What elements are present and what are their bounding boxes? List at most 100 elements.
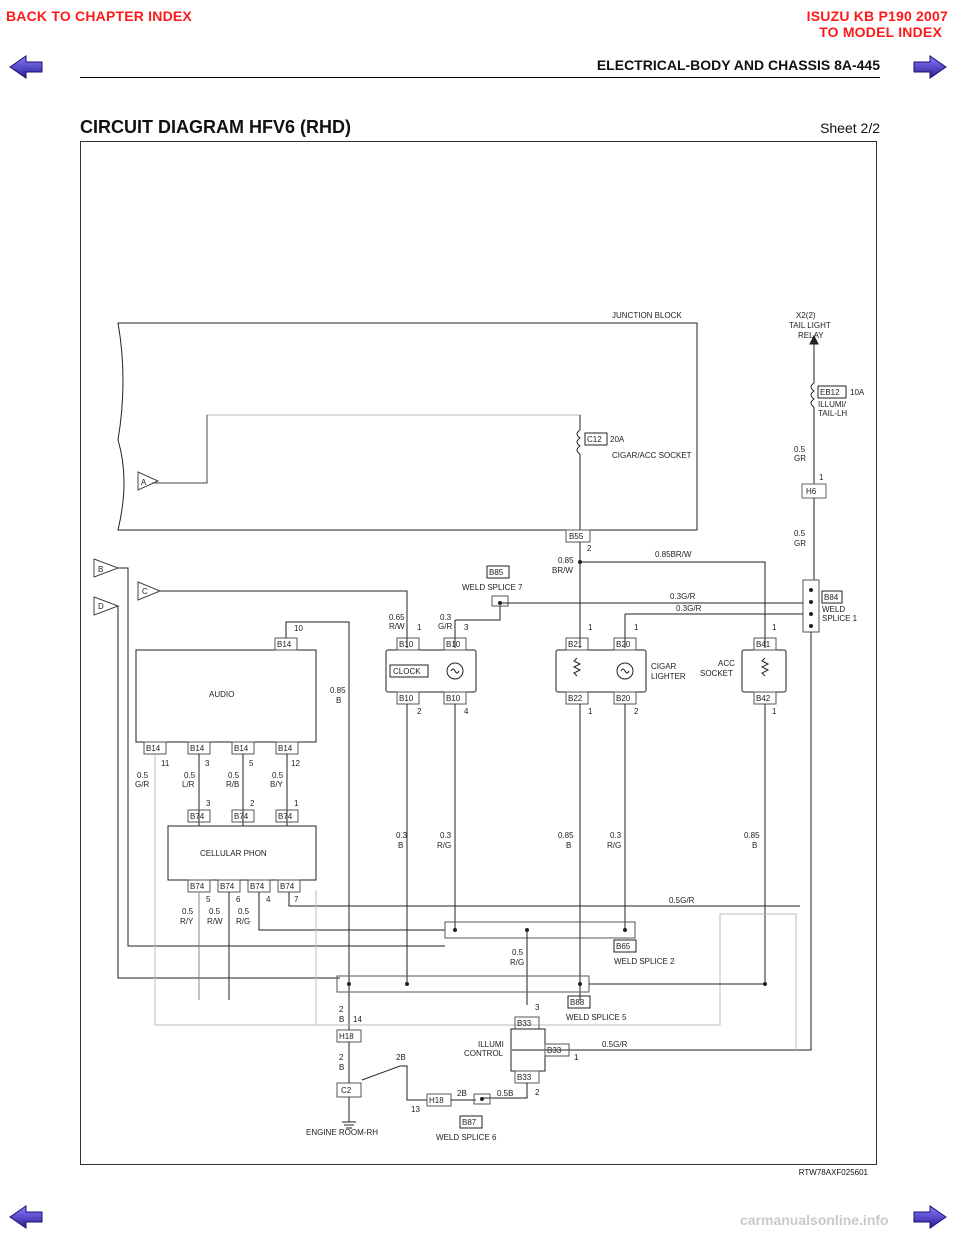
svg-text:0.5: 0.5 (794, 529, 806, 538)
svg-text:B14: B14 (234, 744, 249, 753)
header-rule (80, 77, 880, 78)
svg-text:10A: 10A (850, 388, 865, 397)
connector-b88: B88 (570, 998, 585, 1007)
svg-text:B74: B74 (278, 812, 293, 821)
cigar-lighter-component: CIGAR (651, 662, 677, 671)
next-page-arrow-icon[interactable] (912, 1204, 948, 1230)
connector-b33: B33 (517, 1019, 532, 1028)
model-title: ISUZU KB P190 2007 (806, 8, 948, 24)
svg-text:H18: H18 (429, 1096, 444, 1105)
svg-text:TAIL LIGHT: TAIL LIGHT (789, 321, 831, 330)
connector-b41: B41 (756, 640, 771, 649)
svg-text:3: 3 (206, 799, 211, 808)
svg-text:G/R: G/R (135, 780, 149, 789)
svg-text:B/Y: B/Y (270, 780, 284, 789)
junction-block: JUNCTION BLOCK (117, 311, 698, 531)
svg-text:R/G: R/G (437, 841, 451, 850)
svg-text:LIGHTER: LIGHTER (651, 672, 686, 681)
prev-page-arrow-icon[interactable] (8, 1204, 44, 1230)
svg-text:2: 2 (535, 1088, 540, 1097)
svg-text:A: A (141, 478, 147, 487)
svg-text:TAIL-LH: TAIL-LH (818, 409, 847, 418)
svg-text:GR: GR (794, 454, 806, 463)
svg-text:B74: B74 (280, 882, 295, 891)
svg-text:ILLUMI/: ILLUMI/ (818, 400, 847, 409)
svg-text:6: 6 (236, 895, 241, 904)
svg-text:CIGAR/ACC SOCKET: CIGAR/ACC SOCKET (612, 451, 692, 460)
connector-b14: B14 (277, 640, 292, 649)
svg-text:X2(2): X2(2) (796, 311, 816, 320)
svg-text:B: B (98, 565, 103, 574)
svg-text:0.85: 0.85 (330, 686, 346, 695)
side-terminal-a: A (137, 471, 160, 491)
svg-text:B14: B14 (146, 744, 161, 753)
svg-text:B: B (339, 1015, 344, 1024)
svg-text:5: 5 (206, 895, 211, 904)
prev-page-arrow-icon[interactable] (8, 54, 44, 80)
side-terminal-d: D (93, 596, 120, 616)
svg-text:R/G: R/G (510, 958, 524, 967)
svg-text:B10: B10 (399, 694, 414, 703)
connector-h18: H18 (339, 1032, 354, 1041)
svg-text:1: 1 (588, 707, 593, 716)
next-page-arrow-icon[interactable] (912, 54, 948, 80)
svg-text:14: 14 (353, 1015, 362, 1024)
connector-b42: B42 (756, 694, 771, 703)
svg-text:4: 4 (266, 895, 271, 904)
connector-b87: B87 (462, 1118, 477, 1127)
svg-text:R/B: R/B (226, 780, 239, 789)
connector-b10: B10 (399, 640, 414, 649)
fuse-eb12: EB12 (820, 388, 840, 397)
svg-text:WELD SPLICE 7: WELD SPLICE 7 (462, 583, 523, 592)
acc-socket-component: ACC (718, 659, 735, 668)
svg-text:0.5: 0.5 (228, 771, 240, 780)
svg-text:B33: B33 (517, 1073, 532, 1082)
svg-text:0.3G/R: 0.3G/R (670, 592, 696, 601)
svg-text:0.5: 0.5 (512, 948, 524, 957)
svg-text:WELD SPLICE 6: WELD SPLICE 6 (436, 1133, 497, 1142)
model-index-link[interactable]: ISUZU KB P190 2007 TO MODEL INDEX (807, 8, 948, 40)
connector-h6: H6 (806, 487, 817, 496)
svg-text:GR: GR (794, 539, 806, 548)
svg-text:0.5G/R: 0.5G/R (669, 896, 695, 905)
illumi-control-component: ILLUMI (478, 1040, 504, 1049)
svg-text:R/W: R/W (389, 622, 405, 631)
svg-text:2: 2 (339, 1005, 344, 1014)
svg-text:0.65: 0.65 (389, 613, 405, 622)
svg-text:BR/W: BR/W (552, 566, 573, 575)
svg-text:0.85BR/W: 0.85BR/W (655, 550, 692, 559)
svg-text:B14: B14 (278, 744, 293, 753)
svg-text:D: D (98, 602, 104, 611)
svg-text:11: 11 (161, 759, 170, 768)
svg-text:2: 2 (339, 1053, 344, 1062)
svg-text:2: 2 (250, 799, 255, 808)
svg-text:B74: B74 (234, 812, 249, 821)
svg-text:0.5: 0.5 (209, 907, 221, 916)
svg-text:2: 2 (417, 707, 422, 716)
svg-text:1: 1 (634, 623, 639, 632)
svg-text:B: B (336, 696, 341, 705)
svg-text:3: 3 (535, 1003, 540, 1012)
svg-text:1: 1 (772, 623, 777, 632)
svg-text:2: 2 (634, 707, 639, 716)
back-to-chapter-index-link[interactable]: BACK TO CHAPTER INDEX (6, 8, 192, 24)
diagram-frame (80, 141, 877, 1165)
svg-text:0.5G/R: 0.5G/R (602, 1040, 628, 1049)
svg-text:WELD SPLICE 5: WELD SPLICE 5 (566, 1013, 627, 1022)
svg-text:0.5: 0.5 (272, 771, 284, 780)
connector-b55: B55 (569, 532, 584, 541)
svg-text:B74: B74 (220, 882, 235, 891)
svg-text:SOCKET: SOCKET (700, 669, 733, 678)
connector-b20: B20 (616, 640, 631, 649)
to-model-index[interactable]: TO MODEL INDEX (819, 24, 942, 40)
svg-text:0.5: 0.5 (184, 771, 196, 780)
svg-text:B33: B33 (547, 1046, 562, 1055)
page-title: CIRCUIT DIAGRAM HFV6 (RHD) (80, 117, 351, 137)
svg-text:1: 1 (294, 799, 299, 808)
svg-text:B10: B10 (446, 640, 461, 649)
connector-b74: B74 (190, 812, 205, 821)
connector-b65: B65 (616, 942, 631, 951)
clock-component: CLOCK (393, 667, 421, 676)
svg-text:WELD SPLICE 2: WELD SPLICE 2 (614, 957, 675, 966)
